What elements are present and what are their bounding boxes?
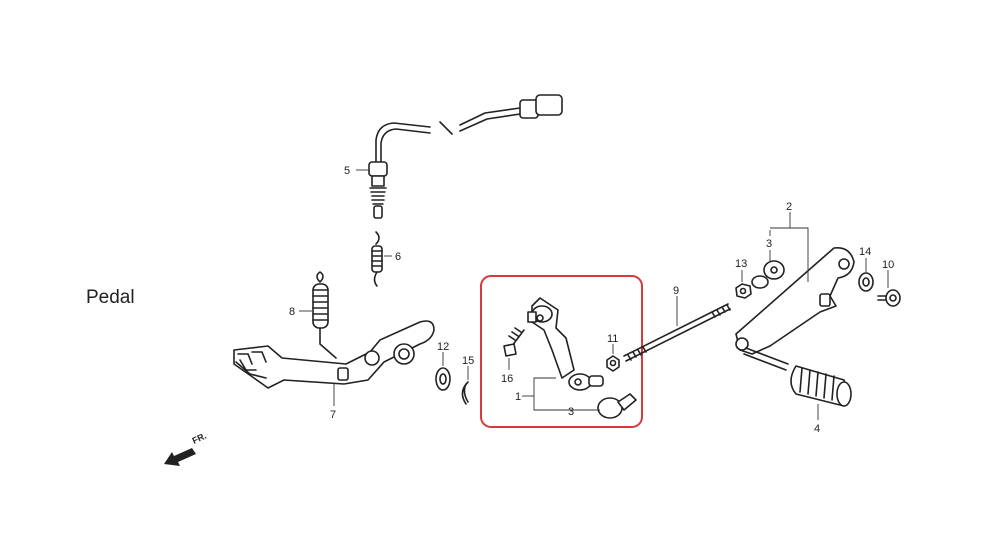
callout-1: 1 (515, 391, 521, 403)
brake-switch-spring[interactable] (371, 231, 383, 287)
pedal-rubber[interactable] (790, 365, 852, 407)
bolt-16[interactable] (503, 327, 525, 357)
gearshift-arm[interactable] (527, 297, 575, 379)
gearshift-pedal[interactable] (735, 246, 855, 371)
washer-14[interactable] (858, 272, 874, 292)
washer-12[interactable] (435, 367, 451, 391)
brake-pedal[interactable] (233, 320, 435, 389)
rod-end-joint-lower[interactable] (568, 373, 637, 419)
rod-end-joint-upper[interactable] (751, 260, 785, 289)
callout-10: 10 (882, 259, 894, 271)
bolt-10[interactable] (877, 289, 901, 307)
leader-2 (769, 227, 809, 282)
front-arrow-icon: FR. (164, 431, 208, 466)
page-title: Pedal (86, 287, 135, 308)
callout-11: 11 (607, 333, 618, 345)
nut-11[interactable] (606, 355, 620, 372)
callout-5: 5 (344, 165, 350, 177)
callout-3a: 3 (766, 238, 772, 250)
return-spring[interactable] (312, 271, 337, 359)
e-clip-15[interactable] (461, 381, 469, 405)
callout-15: 15 (462, 355, 474, 367)
callout-4: 4 (814, 423, 820, 435)
front-label: FR. (191, 431, 208, 446)
callout-7: 7 (330, 409, 336, 421)
callout-16: 16 (501, 373, 513, 385)
callout-3b: 3 (568, 406, 574, 418)
callout-14: 14 (859, 246, 871, 258)
callout-12: 12 (437, 341, 449, 353)
callout-13: 13 (735, 258, 747, 270)
callout-8: 8 (289, 306, 295, 318)
callout-2: 2 (786, 201, 792, 213)
highlighted-group (480, 275, 643, 428)
nut-13[interactable] (735, 283, 752, 299)
leader-1 (533, 377, 596, 411)
shift-rod[interactable] (623, 303, 731, 362)
callout-9: 9 (673, 285, 679, 297)
callout-6: 6 (395, 251, 401, 263)
brake-light-switch[interactable] (368, 94, 563, 219)
